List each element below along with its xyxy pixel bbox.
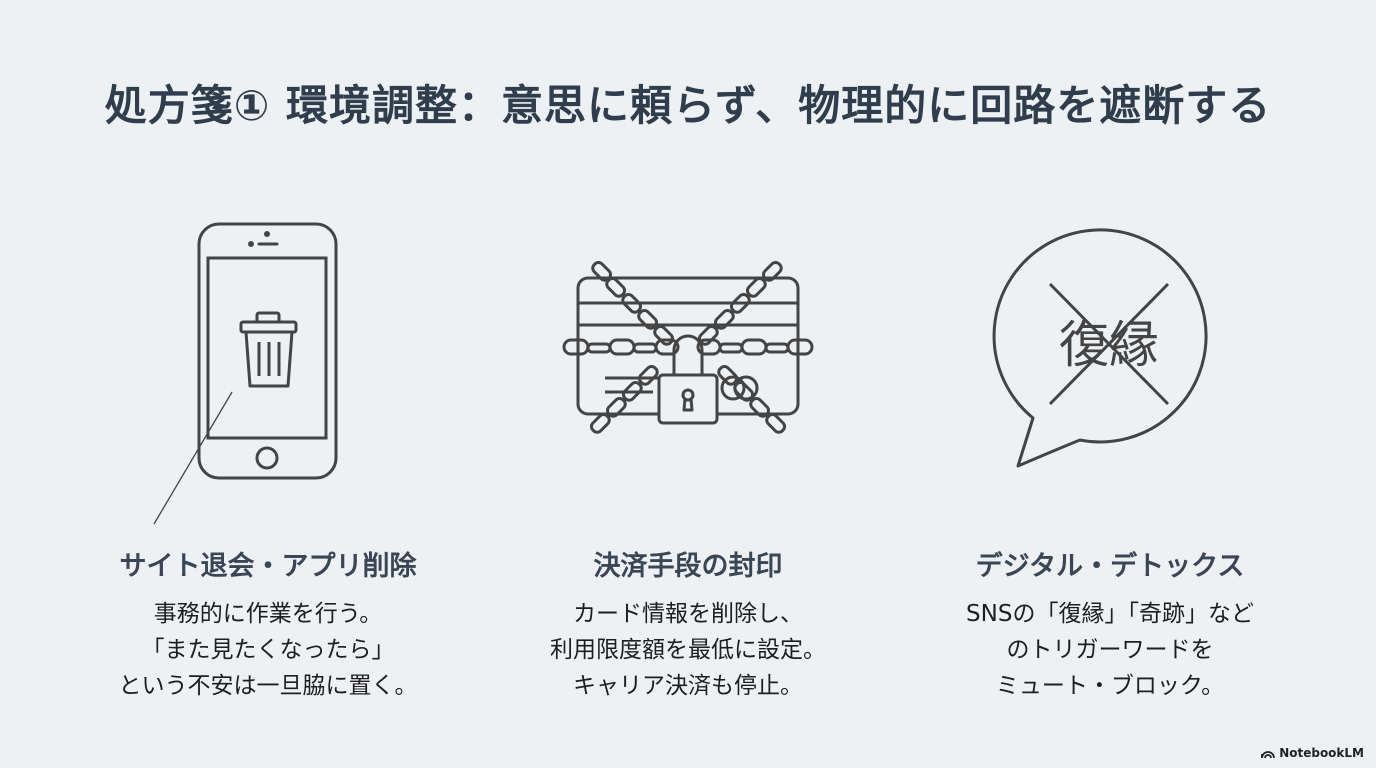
column-description: 事務的に作業を行う。 「また見たくなったら」 という不安は一旦脇に置く。 <box>58 596 478 704</box>
brand-label: NotebookLM <box>1279 746 1364 760</box>
column-heading: 決済手段の封印 <box>593 551 783 582</box>
description-line: SNSの「復縁」「奇跡」など <box>966 601 1254 627</box>
smartphone-trash-icon <box>58 200 478 540</box>
column-description: カード情報を削除し、 利用限度額を最低に設定。 キャリア決済も停止。 <box>478 596 898 704</box>
notebooklm-logo-icon <box>1261 751 1276 759</box>
description-line: キャリア決済も停止。 <box>573 673 803 699</box>
description-line: 「また見たくなったら」 <box>141 637 395 663</box>
crossed-out-word: 復縁 <box>1059 316 1159 374</box>
slide-title: 処方箋① 環境調整：意思に頼らず、物理的に回路を遮断する <box>104 81 1272 130</box>
description-line: ミュート・ブロック。 <box>995 673 1225 699</box>
description-line: カード情報を削除し、 <box>573 601 803 627</box>
column-heading: サイト退会・アプリ削除 <box>119 551 417 582</box>
speech-bubble-crossed-out-icon: 復縁 <box>900 200 1320 540</box>
description-line: 事務的に作業を行う。 <box>153 601 383 627</box>
chained-credit-card-padlock-icon <box>478 200 898 540</box>
description-line: のトリガーワードを <box>1006 637 1214 663</box>
notebooklm-branding: NotebookLM <box>1261 746 1364 760</box>
description-line: という不安は一旦脇に置く。 <box>118 673 418 699</box>
description-line: 利用限度額を最低に設定。 <box>550 637 826 663</box>
column-description: SNSの「復縁」「奇跡」など のトリガーワードを ミュート・ブロック。 <box>900 596 1320 704</box>
column-heading: デジタル・デトックス <box>975 551 1245 582</box>
